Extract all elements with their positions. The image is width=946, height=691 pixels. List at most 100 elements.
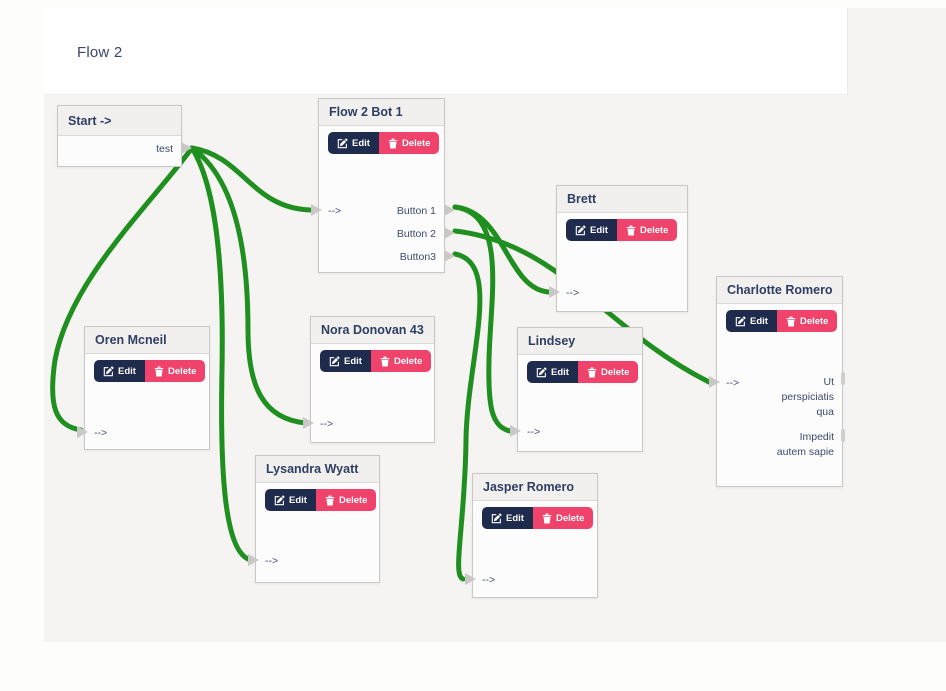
node-row: --> [566, 285, 679, 301]
edit-button-label: Edit [551, 366, 569, 378]
node-start[interactable]: Start -> test [57, 105, 192, 167]
trash-icon [154, 366, 164, 376]
node-actions: Edit Delete [94, 360, 209, 382]
edit-button[interactable]: Edit [94, 360, 145, 382]
input-label: --> [566, 287, 580, 299]
node-row: --> [94, 425, 201, 441]
node-nora[interactable]: Nora Donovan 43 Edit Delete --> [303, 316, 435, 443]
node-actions: Edit Delete [726, 310, 842, 332]
input-port[interactable] [510, 425, 521, 437]
output-port-2[interactable] [841, 429, 845, 442]
delete-button-label: Delete [799, 315, 829, 327]
pencil-icon [103, 365, 114, 376]
trash-icon [380, 356, 390, 366]
node-row: --> Button 1 [328, 203, 436, 219]
input-label: --> [328, 205, 342, 217]
node-actions: Edit Delete [265, 489, 379, 511]
output-label: Impedit autem sapie [776, 431, 834, 459]
input-port[interactable] [311, 204, 322, 216]
trash-icon [626, 225, 636, 235]
delete-button[interactable]: Delete [144, 360, 206, 382]
edit-button[interactable]: Edit [566, 219, 617, 241]
output-label: Button3 [399, 251, 436, 263]
trash-icon [786, 316, 796, 326]
output-port-button-2[interactable] [444, 227, 455, 239]
edit-button[interactable]: Edit [328, 132, 379, 154]
delete-button[interactable]: Delete [577, 361, 639, 383]
node-title: Lindsey [518, 328, 642, 355]
node-title: Oren Mcneil [85, 327, 209, 354]
delete-button[interactable]: Delete [776, 310, 838, 332]
node-title: Charlotte Romero [717, 277, 842, 304]
node-actions: Edit Delete [320, 350, 434, 372]
pencil-icon [536, 366, 547, 377]
output-port-button-1[interactable] [444, 204, 455, 216]
edit-button-label: Edit [750, 315, 768, 327]
input-label: --> [527, 426, 541, 438]
output-label: Button 2 [396, 228, 436, 240]
output-port-button3[interactable] [444, 250, 455, 262]
delete-button-label: Delete [167, 365, 197, 377]
output-label: Ut perspiciatis qua [781, 376, 834, 419]
trash-icon [388, 138, 398, 148]
input-label: --> [265, 555, 279, 567]
delete-button[interactable]: Delete [378, 132, 440, 154]
delete-button-label: Delete [338, 494, 368, 506]
trash-icon [542, 513, 552, 523]
edit-button[interactable]: Edit [726, 310, 777, 332]
node-title: Nora Donovan 43 [311, 317, 434, 344]
node-row: --> [265, 553, 371, 569]
output-label: test [156, 143, 173, 155]
delete-button-label: Delete [555, 512, 585, 524]
input-label: --> [320, 418, 334, 430]
output-label: Button 1 [396, 205, 436, 217]
delete-button-label: Delete [401, 137, 431, 149]
pencil-icon [329, 355, 340, 366]
delete-button-label: Delete [600, 366, 630, 378]
input-port[interactable] [709, 376, 720, 388]
edit-button[interactable]: Edit [527, 361, 578, 383]
edit-button-label: Edit [118, 365, 136, 377]
edit-button-label: Edit [344, 355, 362, 367]
edit-button[interactable]: Edit [482, 507, 533, 529]
node-actions: Edit Delete [527, 361, 642, 383]
node-row: -->Ut perspiciatis qua [726, 375, 834, 421]
delete-button[interactable]: Delete [370, 350, 432, 372]
output-port-test[interactable] [181, 142, 192, 154]
input-port[interactable] [549, 286, 560, 298]
node-row: Button3 [328, 249, 436, 265]
page-header: Flow 2 [44, 8, 848, 95]
edit-button-label: Edit [289, 494, 307, 506]
output-port-1[interactable] [841, 372, 845, 385]
pencil-icon [337, 137, 348, 148]
edit-button[interactable]: Edit [265, 489, 316, 511]
input-port[interactable] [77, 426, 88, 438]
pencil-icon [491, 512, 502, 523]
delete-button[interactable]: Delete [315, 489, 377, 511]
delete-button[interactable]: Delete [616, 219, 678, 241]
delete-button[interactable]: Delete [532, 507, 594, 529]
edit-button[interactable]: Edit [320, 350, 371, 372]
node-actions: Edit Delete [328, 132, 444, 154]
node-row: --> [527, 424, 634, 440]
input-port[interactable] [465, 573, 476, 585]
pencil-icon [575, 224, 586, 235]
node-row: --> [320, 416, 426, 432]
node-title: Lysandra Wyatt [256, 456, 379, 483]
input-port[interactable] [248, 554, 259, 566]
node-actions: Edit Delete [482, 507, 597, 529]
node-title: Start -> [58, 106, 181, 136]
delete-button-label: Delete [639, 224, 669, 236]
edit-button-label: Edit [352, 137, 370, 149]
input-port[interactable] [303, 417, 314, 429]
edit-button-label: Edit [590, 224, 608, 236]
edit-button-label: Edit [506, 512, 524, 524]
node-actions: Edit Delete [566, 219, 687, 241]
